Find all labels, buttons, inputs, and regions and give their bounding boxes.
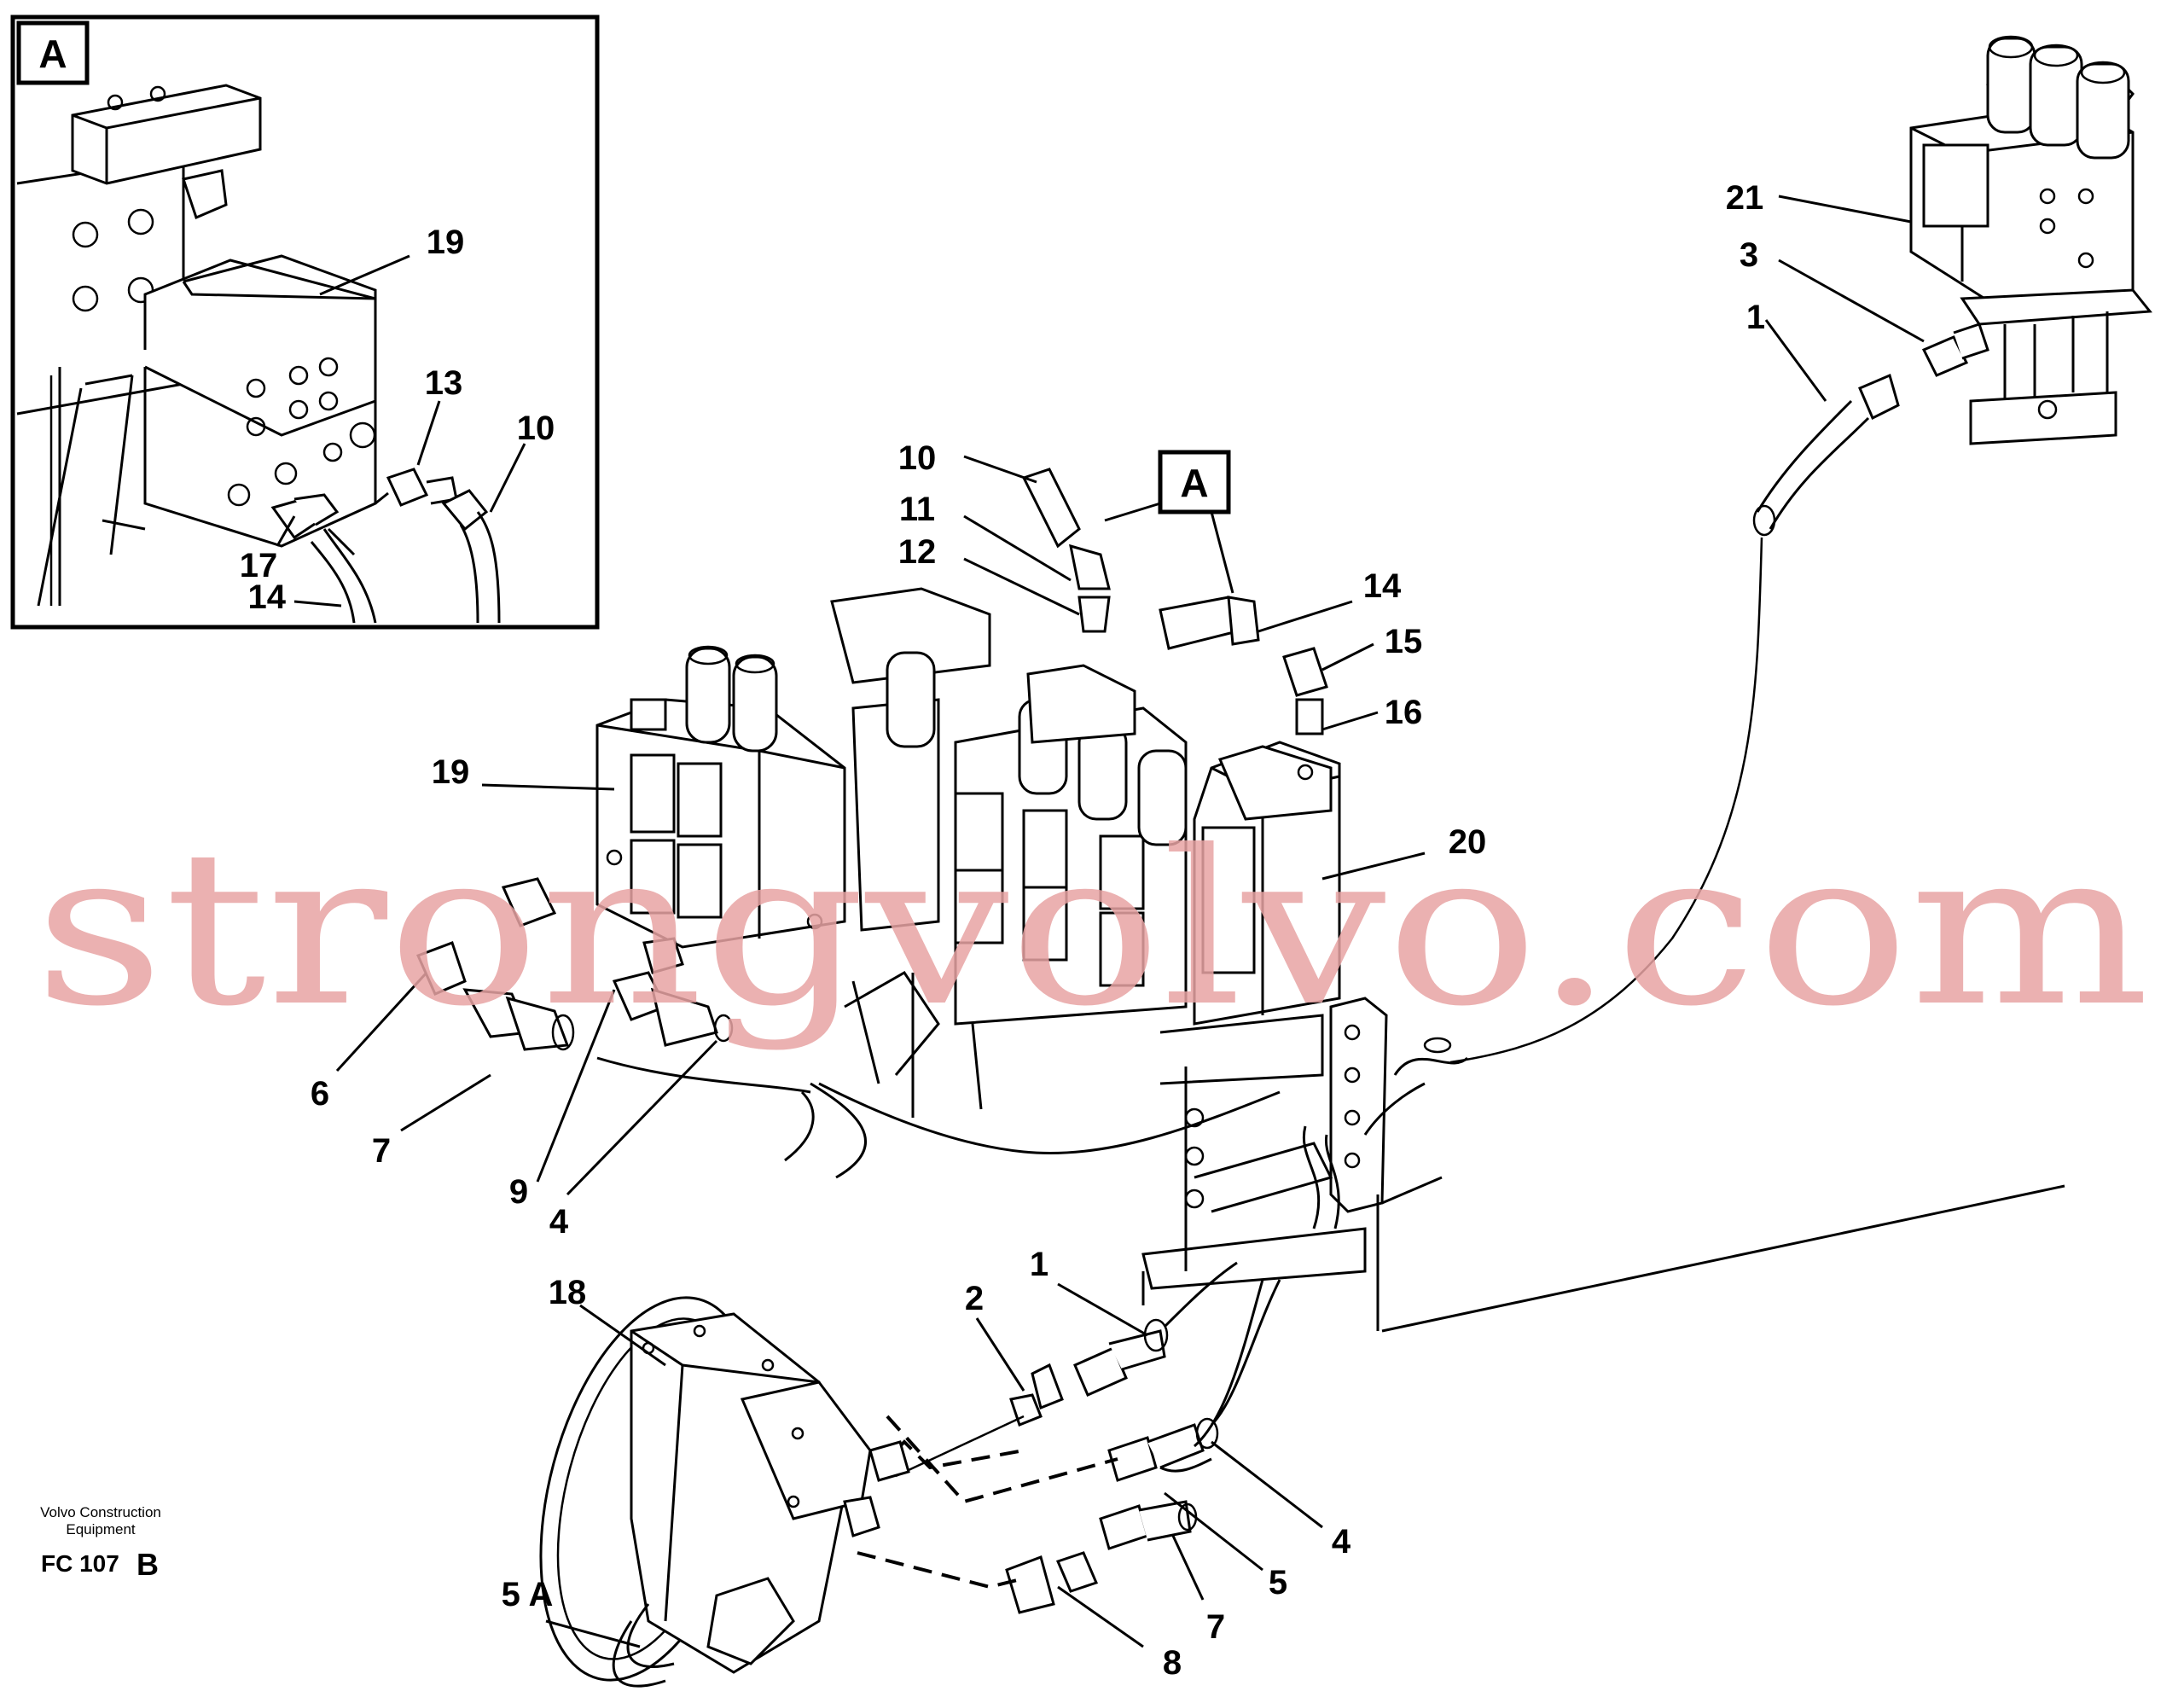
inset-label-13: 13 bbox=[425, 364, 463, 402]
label-18: 18 bbox=[549, 1274, 587, 1311]
label-14: 14 bbox=[1363, 567, 1402, 605]
fitting-13 bbox=[375, 468, 458, 507]
label-6: 6 bbox=[311, 1075, 329, 1113]
inset-label-19: 19 bbox=[427, 224, 465, 261]
footer-company-line1: Volvo Construction bbox=[40, 1504, 161, 1520]
label-4-left: 4 bbox=[549, 1203, 569, 1241]
inset-label-17: 17 bbox=[240, 547, 278, 584]
fittings-valve-top bbox=[1021, 468, 1328, 735]
label-16: 16 bbox=[1385, 694, 1423, 731]
inset-label-10: 10 bbox=[517, 410, 555, 447]
label-8: 8 bbox=[1163, 1644, 1182, 1682]
part-labels: 10 11 12 14 15 16 19 20 21 3 1 6 7 9 4 1… bbox=[311, 179, 1765, 1682]
svg-text:A: A bbox=[1180, 461, 1208, 505]
label-5: 5 bbox=[1269, 1564, 1287, 1601]
label-10: 10 bbox=[898, 439, 937, 477]
footer-company-line2: Equipment bbox=[66, 1521, 136, 1537]
footer-code-suffix: B bbox=[136, 1547, 159, 1582]
inset-title: A bbox=[38, 32, 67, 76]
label-5a: 5 A bbox=[502, 1576, 554, 1613]
label-1-right: 1 bbox=[1746, 299, 1765, 336]
inset-label-14: 14 bbox=[248, 578, 287, 616]
label-21: 21 bbox=[1726, 179, 1764, 217]
footer-code: FC 107 bbox=[41, 1550, 119, 1577]
label-2: 2 bbox=[965, 1280, 984, 1317]
label-12: 12 bbox=[898, 533, 937, 571]
label-11: 11 bbox=[899, 491, 935, 528]
callout-box-a: A bbox=[1104, 450, 1234, 594]
leader-lines bbox=[335, 195, 1925, 1648]
label-4-right: 4 bbox=[1332, 1523, 1351, 1561]
footer-block: Volvo Construction Equipment FC 107 B bbox=[40, 1504, 161, 1582]
label-3: 3 bbox=[1740, 236, 1758, 274]
bracket-right bbox=[1141, 997, 2065, 1333]
label-9: 9 bbox=[509, 1173, 528, 1211]
label-1-lower: 1 bbox=[1030, 1246, 1048, 1283]
watermark: strongvolvo.com bbox=[34, 805, 2150, 1053]
fittings-left bbox=[415, 877, 1281, 1179]
main-valve-assembly bbox=[595, 587, 1341, 1118]
inset-title-box bbox=[16, 20, 90, 85]
label-7-left: 7 bbox=[372, 1132, 391, 1170]
pump-18 bbox=[539, 1296, 910, 1688]
label-20: 20 bbox=[1449, 823, 1487, 861]
label-15: 15 bbox=[1385, 623, 1423, 660]
detail-inset: A bbox=[10, 15, 600, 630]
hoses-lower bbox=[1005, 1261, 1281, 1614]
label-7-lower: 7 bbox=[1206, 1608, 1225, 1646]
pilot-valve-21 bbox=[1909, 35, 2152, 445]
label-19: 19 bbox=[432, 753, 470, 791]
